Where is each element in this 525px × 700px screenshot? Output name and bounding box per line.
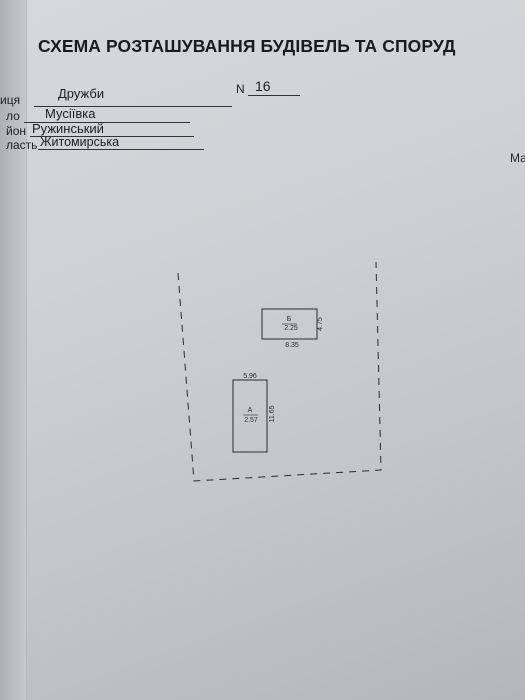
district-label: йон <box>6 124 27 138</box>
village-underline <box>24 122 190 123</box>
building-a-area: 2.57 <box>244 417 258 424</box>
village-label: ло <box>6 109 20 123</box>
building-b-length: 4.75 <box>317 317 324 331</box>
number-value: 16 <box>255 78 271 94</box>
region-value: Житомирська <box>40 135 120 149</box>
page-edge <box>0 0 27 700</box>
document-title: СХЕМА РОЗТАШУВАННЯ БУДІВЕЛЬ ТА СПОРУД <box>38 36 456 56</box>
street-underline <box>34 106 232 107</box>
building-b-letter: Б <box>287 316 292 323</box>
district-value: Ружинський <box>32 121 104 136</box>
lot-boundary <box>177 261 382 482</box>
building-a-outline <box>232 379 268 453</box>
street-label: иця <box>0 93 21 107</box>
building-b-width: 8.35 <box>285 342 299 349</box>
region-label: ласть <box>6 138 38 152</box>
building-b-outline <box>261 308 318 340</box>
district-underline <box>30 136 194 137</box>
region-underline <box>38 149 204 150</box>
building-a-width: 5.96 <box>243 373 257 380</box>
building-a-letter: А <box>248 407 253 414</box>
number-underline <box>248 95 300 96</box>
number-label: N <box>236 82 245 96</box>
street-value: Дружби <box>58 86 105 101</box>
village-value: Мусіївка <box>45 106 96 121</box>
building-a-length: 11.65 <box>269 405 276 422</box>
building-b-area: 2.25 <box>284 325 298 332</box>
edge-text: Ма <box>510 151 525 165</box>
